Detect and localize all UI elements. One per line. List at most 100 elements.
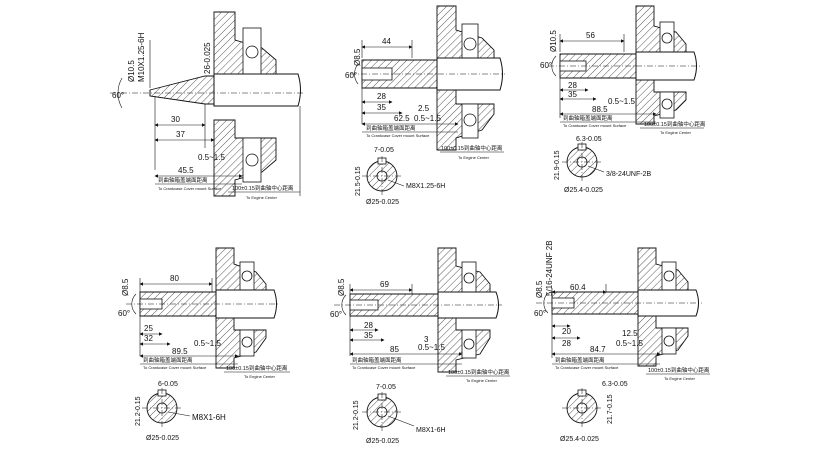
p3-crankcase-cn: 到曲轴箱盖端面距离 [563, 114, 613, 122]
p4-key-width: 6-0.05 [158, 381, 178, 388]
p4-thread-label: M8X1-6H [192, 413, 226, 422]
p4-crankcase-cn: 到曲轴箱盖端面距离 [143, 356, 193, 364]
panel-3-keyed-shaft: 60° Ø10.5 56 28 35 88.5 0.5~1.5 到曲轴箱盖端面距… [540, 5, 706, 194]
p3-engine-center-cn: 100±0.15到曲轴中心距离 [644, 120, 706, 128]
p6-dim-clearance: 0.5~1.5 [616, 339, 643, 348]
p2-bore-diameter: Ø8.5 [353, 48, 362, 66]
p2-thread-label: M8X1.25-6H [406, 183, 445, 190]
panel-4-keyed-shaft: 60° Ø8.5 80 25 32 89.5 0.5~1.5 到曲轴箱盖端面距离… [118, 247, 290, 442]
p2-dim-28: 28 [377, 92, 386, 101]
p6-dim-20: 20 [562, 327, 571, 336]
p2-dim-35: 35 [377, 103, 386, 112]
p1-crankcase-en: To Crankcase Cover mount Surface [158, 186, 222, 191]
p5-key-depth: 21.2-0.15 [353, 400, 360, 430]
p6-cross-section [562, 388, 602, 428]
p6-engine-center-cn: 100±0.15到曲轴中心距离 [648, 366, 710, 374]
p3-key-width: 6.3-0.05 [576, 136, 602, 143]
p4-engine-center-cn: 100±0.15到曲轴中心距离 [226, 364, 288, 372]
p6-key-depth: 21.7-0.15 [607, 394, 614, 424]
p5-key-width: 7-0.05 [376, 384, 396, 391]
p4-crankcase-en: To Crankcase Cover mount Surface [143, 365, 207, 370]
p5-dim-3: 3 [424, 335, 429, 344]
p1-engine-center-en: To Engine Center [246, 195, 278, 200]
p5-bore-diameter: Ø8.5 [337, 278, 346, 296]
panel-5-keyed-shaft: 60° Ø8.5 69 28 35 85 3 0.5~1.5 到曲轴箱盖端面距离… [330, 247, 510, 445]
p2-key-width: 7-0.05 [374, 147, 394, 154]
p5-dim-69: 69 [380, 280, 389, 289]
p1-dim-30: 30 [171, 115, 180, 124]
p6-thread-side: 5/16-24UNF 2B [545, 240, 554, 296]
p3-cross-section [562, 142, 602, 182]
p4-dim-89-5: 89.5 [172, 347, 188, 356]
p2-key-depth: 21.5-0.15 [355, 166, 362, 196]
p2-dim-clearance: 0.5~1.5 [414, 114, 441, 123]
p5-dim-28: 28 [364, 321, 373, 330]
p3-thread-label: 3/8-24UNF-2B [606, 171, 651, 178]
p2-angle: 60° [345, 71, 357, 80]
p5-angle: 60° [330, 310, 342, 319]
p1-thread-label: M10X1.25-6H [137, 32, 146, 82]
p2-shaft-diameter: Ø25-0.025 [366, 199, 399, 206]
p1-dim-clearance: 0.5~1.5 [198, 153, 225, 162]
p3-key-depth: 21.9-0.15 [554, 150, 561, 180]
p2-crankcase-en: To Crankcase Cover mount Surface [366, 133, 430, 138]
p6-bore-diameter: Ø8.5 [535, 280, 544, 298]
p3-engine-center-en: To Engine Center [660, 130, 692, 135]
p2-dim-2-5: 2.5 [418, 104, 430, 113]
p4-dim-clearance: 0.5~1.5 [194, 339, 221, 348]
p2-cross-section [362, 156, 402, 196]
p2-crankcase-cn: 到曲轴箱盖端面距离 [366, 124, 416, 132]
panel-2-keyed-shaft: 60° Ø8.5 44 28 35 62.5 2.5 0.5~1.5 到曲轴箱盖… [345, 5, 505, 206]
p5-cross-section [362, 392, 402, 432]
p1-angle: 60° [112, 91, 124, 100]
p4-engine-center-en: To Engine Center [244, 374, 276, 379]
p6-dim-84-7: 84.7 [590, 345, 606, 354]
p6-key-width: 6.3-0.05 [602, 381, 628, 388]
p5-engine-center-cn: 100±0.15到曲轴中心距离 [448, 368, 510, 376]
p3-dim-clearance: 0.5~1.5 [608, 97, 635, 106]
p6-dim-12-5: 12.5 [622, 329, 638, 338]
p4-angle: 60° [118, 309, 130, 318]
panel-1-tapered-shaft: 60° M10X1.25-6H Ø10.5 26-0.025 30 37 45.… [110, 11, 305, 200]
p2-dim-44: 44 [382, 37, 391, 46]
p6-dim-28: 28 [562, 339, 571, 348]
p5-shaft-diameter: Ø25-0.025 [366, 438, 399, 445]
p3-angle: 60° [540, 61, 552, 70]
p4-bore-diameter: Ø8.5 [121, 278, 130, 296]
p4-shaft-diameter: Ø25-0.025 [146, 435, 179, 442]
p6-shaft-diameter: Ø25.4-0.025 [560, 436, 599, 443]
p3-bore-diameter: Ø10.5 [549, 30, 558, 52]
p4-dim-80: 80 [170, 274, 179, 283]
p5-dim-35: 35 [364, 331, 373, 340]
p5-dim-clearance: 0.5~1.5 [418, 343, 445, 352]
p6-crankcase-en: To Crankcase Cover mount Surface [555, 365, 619, 370]
p5-dim-85: 85 [390, 345, 399, 354]
p5-crankcase-en: To Crankcase Cover mount Surface [352, 365, 416, 370]
p1-tip-diameter: Ø10.5 [127, 60, 136, 82]
p3-dim-35: 35 [568, 90, 577, 99]
p2-engine-center-en: To Engine Center [458, 155, 490, 160]
p1-shaft-diameter: 26-0.025 [203, 42, 212, 74]
p2-dim-62-5: 62.5 [394, 114, 410, 123]
p6-crankcase-cn: 到曲轴箱盖端面距离 [555, 356, 605, 364]
p3-crankcase-en: To Crankcase Cover mount Surface [563, 123, 627, 128]
p5-engine-center-en: To Engine Center [466, 378, 498, 383]
p2-engine-center-cn: 100±0.15到曲轴中心距离 [441, 144, 503, 152]
p4-key-depth: 21.2-0.15 [135, 396, 142, 426]
p1-dim-37: 37 [176, 130, 185, 139]
panel-6-keyed-shaft: 60° Ø8.5 5/16-24UNF 2B 60.4 20 28 84.7 1… [534, 240, 710, 443]
p5-thread-label: M8X1-6H [416, 427, 446, 434]
p6-angle: 60° [534, 309, 546, 318]
p3-dim-88-5: 88.5 [592, 105, 608, 114]
p5-crankcase-cn: 到曲轴箱盖端面距离 [352, 356, 402, 364]
p1-engine-center-cn: 100±0.15到曲轴中心距离 [232, 184, 294, 192]
p4-dim-32: 32 [144, 334, 153, 343]
p3-dim-56: 56 [586, 31, 595, 40]
p4-cross-section [142, 388, 182, 428]
p6-engine-center-en: To Engine Center [664, 376, 696, 381]
p3-dim-28: 28 [568, 81, 577, 90]
p6-dim-60-4: 60.4 [570, 283, 586, 292]
p1-dim-45-5: 45.5 [178, 166, 194, 175]
p4-dim-25: 25 [144, 324, 153, 333]
